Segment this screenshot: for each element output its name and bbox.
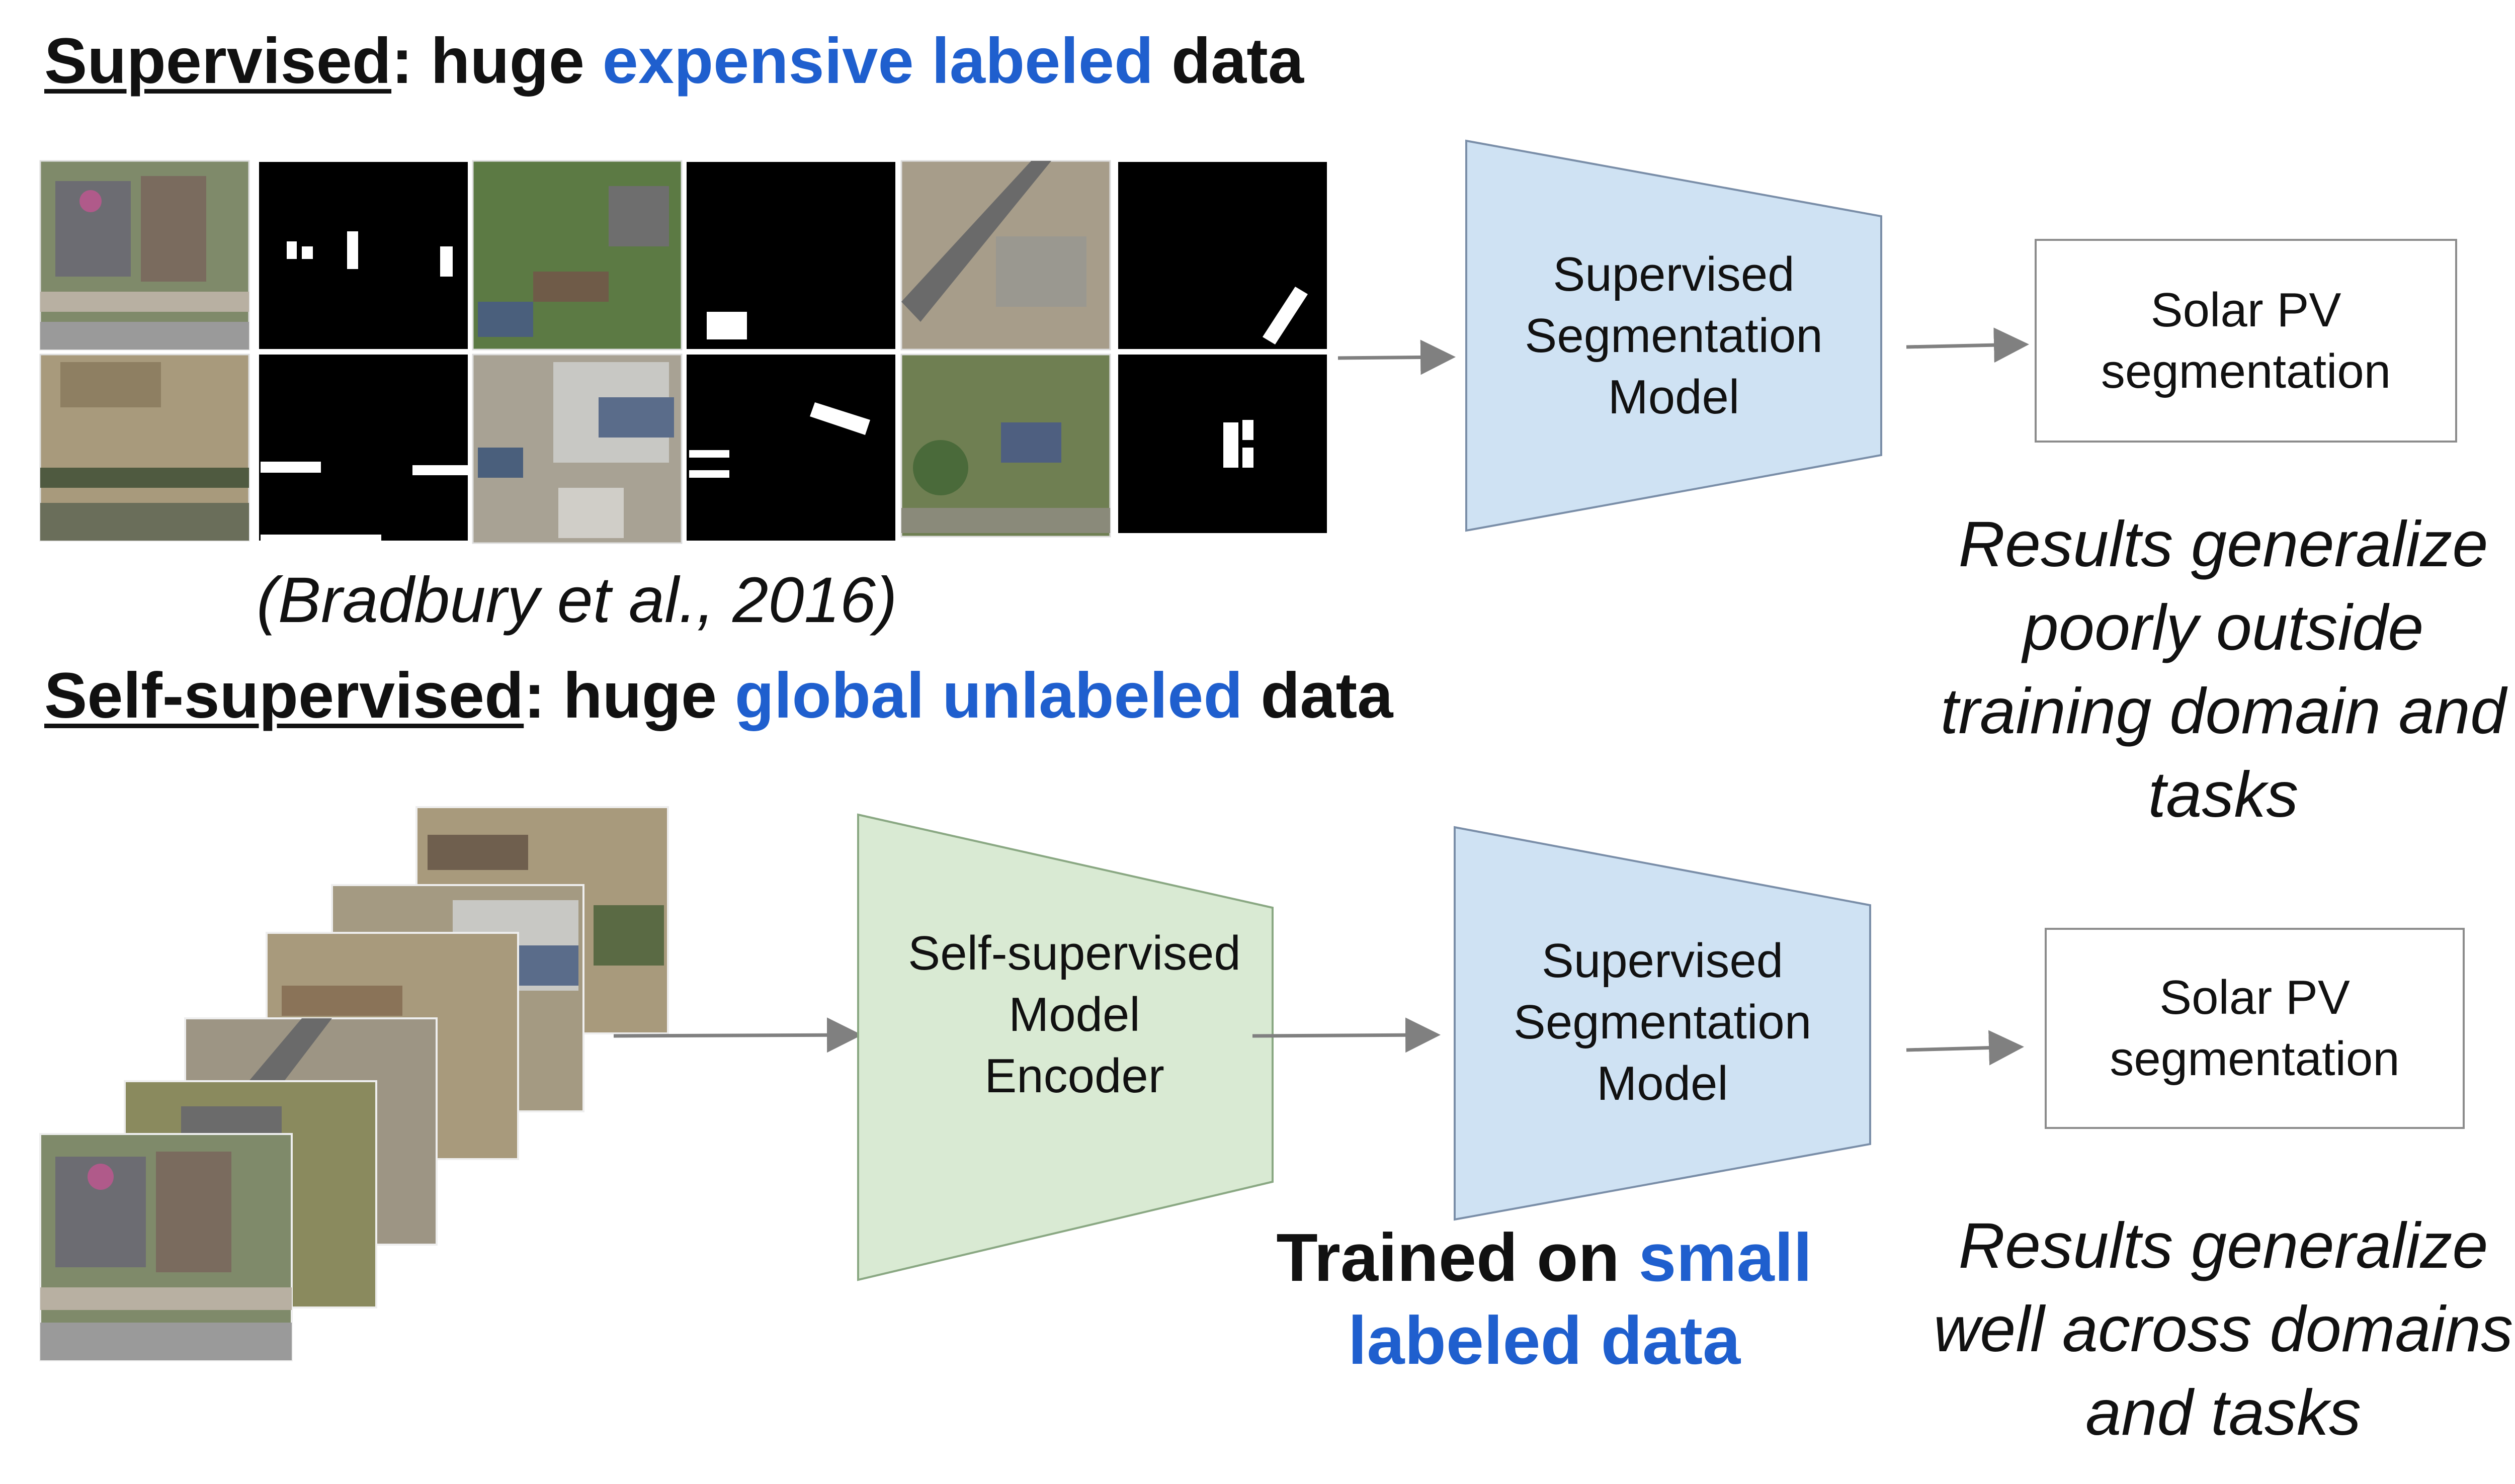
- supervised-heading-tail: data: [1153, 25, 1304, 97]
- supervised-model-label: Supervised Segmentation Model: [1466, 244, 1881, 428]
- note-line: poorly outside: [2023, 592, 2424, 664]
- supervised-model-shape: [1465, 139, 1882, 532]
- aerial-tile: [472, 160, 683, 351]
- self-supervised-heading-highlight: global unlabeled: [734, 660, 1243, 732]
- solar-pv-output-box-top: Solar PV segmentation: [2035, 239, 2457, 443]
- mask-tile: [687, 355, 895, 541]
- solar-pv-output-box-bottom: Solar PV segmentation: [2045, 928, 2465, 1129]
- label-line: Supervised: [1553, 247, 1795, 301]
- trained-highlight-small: small: [1638, 1219, 1812, 1295]
- mask-tile: [259, 162, 468, 349]
- labeled-dataset-grid: [39, 160, 1327, 544]
- label-line: Self-supervised: [908, 926, 1241, 980]
- label-line: Model: [1597, 1057, 1728, 1110]
- output-line: Solar PV: [2159, 971, 2350, 1024]
- note-line: Results generalize: [1958, 508, 2488, 580]
- supervised-model-shape-bottom: [1454, 826, 1871, 1221]
- note-line: training domain and: [1940, 675, 2506, 747]
- self-supervised-heading-term: Self-supervised: [44, 660, 524, 732]
- supervised-heading-term: Supervised: [44, 25, 392, 97]
- unlabeled-tile: [39, 1133, 293, 1361]
- mask-tile: [259, 355, 468, 541]
- aerial-tile: [900, 354, 1111, 538]
- note-line: Results generalize: [1958, 1210, 2488, 1282]
- unlabeled-image-stack: [39, 806, 669, 1361]
- output-line: segmentation: [2101, 344, 2391, 398]
- label-line: Model: [1608, 370, 1740, 424]
- trained-prefix: Trained on: [1276, 1219, 1639, 1295]
- output-line: segmentation: [2110, 1032, 2400, 1086]
- result-note-poor: Results generalize poorly outside traini…: [1871, 503, 2515, 837]
- output-line: Solar PV: [2150, 283, 2341, 337]
- label-line: Segmentation: [1525, 309, 1823, 363]
- label-line: Segmentation: [1513, 995, 1812, 1049]
- note-line: well across domains: [1933, 1293, 2513, 1365]
- mask-tile: [1118, 162, 1327, 349]
- arrow-to-supervised-model-bottom: [1252, 1017, 1441, 1053]
- self-supervised-heading-tail: data: [1242, 660, 1393, 732]
- label-line: Supervised: [1541, 934, 1784, 988]
- aerial-tile: [39, 160, 250, 351]
- label-line: Model: [1009, 988, 1140, 1041]
- aerial-tile: [472, 354, 683, 544]
- supervised-heading: Supervised: huge expensive labeled data: [44, 24, 1304, 98]
- result-note-well: Results generalize well across domains a…: [1871, 1204, 2515, 1455]
- arrow-to-supervised-model: [1337, 339, 1456, 375]
- supervised-heading-highlight: expensive labeled: [602, 25, 1154, 97]
- mask-tile: [1118, 355, 1327, 533]
- arrow-to-output-bottom: [1906, 1030, 2024, 1066]
- self-supervised-encoder-shape: [857, 813, 1274, 1281]
- aerial-tile: [39, 354, 250, 542]
- arrow-to-output-top: [1906, 327, 2029, 363]
- label-line: Encoder: [984, 1049, 1164, 1103]
- trained-note: Trained on small labeled data: [1230, 1216, 1859, 1382]
- mask-tile: [687, 162, 895, 349]
- supervised-model-label-bottom: Supervised Segmentation Model: [1455, 930, 1870, 1114]
- note-line: tasks: [2148, 759, 2299, 831]
- supervised-heading-mid: : huge: [391, 25, 603, 97]
- trained-highlight-labeled: labeled data: [1348, 1302, 1741, 1378]
- encoder-label: Self-supervised Model Encoder: [858, 923, 1291, 1107]
- aerial-tile: [900, 160, 1111, 351]
- self-supervised-heading: Self-supervised: huge global unlabeled d…: [44, 659, 1393, 733]
- self-supervised-heading-mid: : huge: [524, 660, 735, 732]
- citation: (Bradbury et al., 2016): [257, 564, 897, 636]
- note-line: and tasks: [2085, 1377, 2361, 1449]
- arrow-to-encoder: [613, 1017, 862, 1053]
